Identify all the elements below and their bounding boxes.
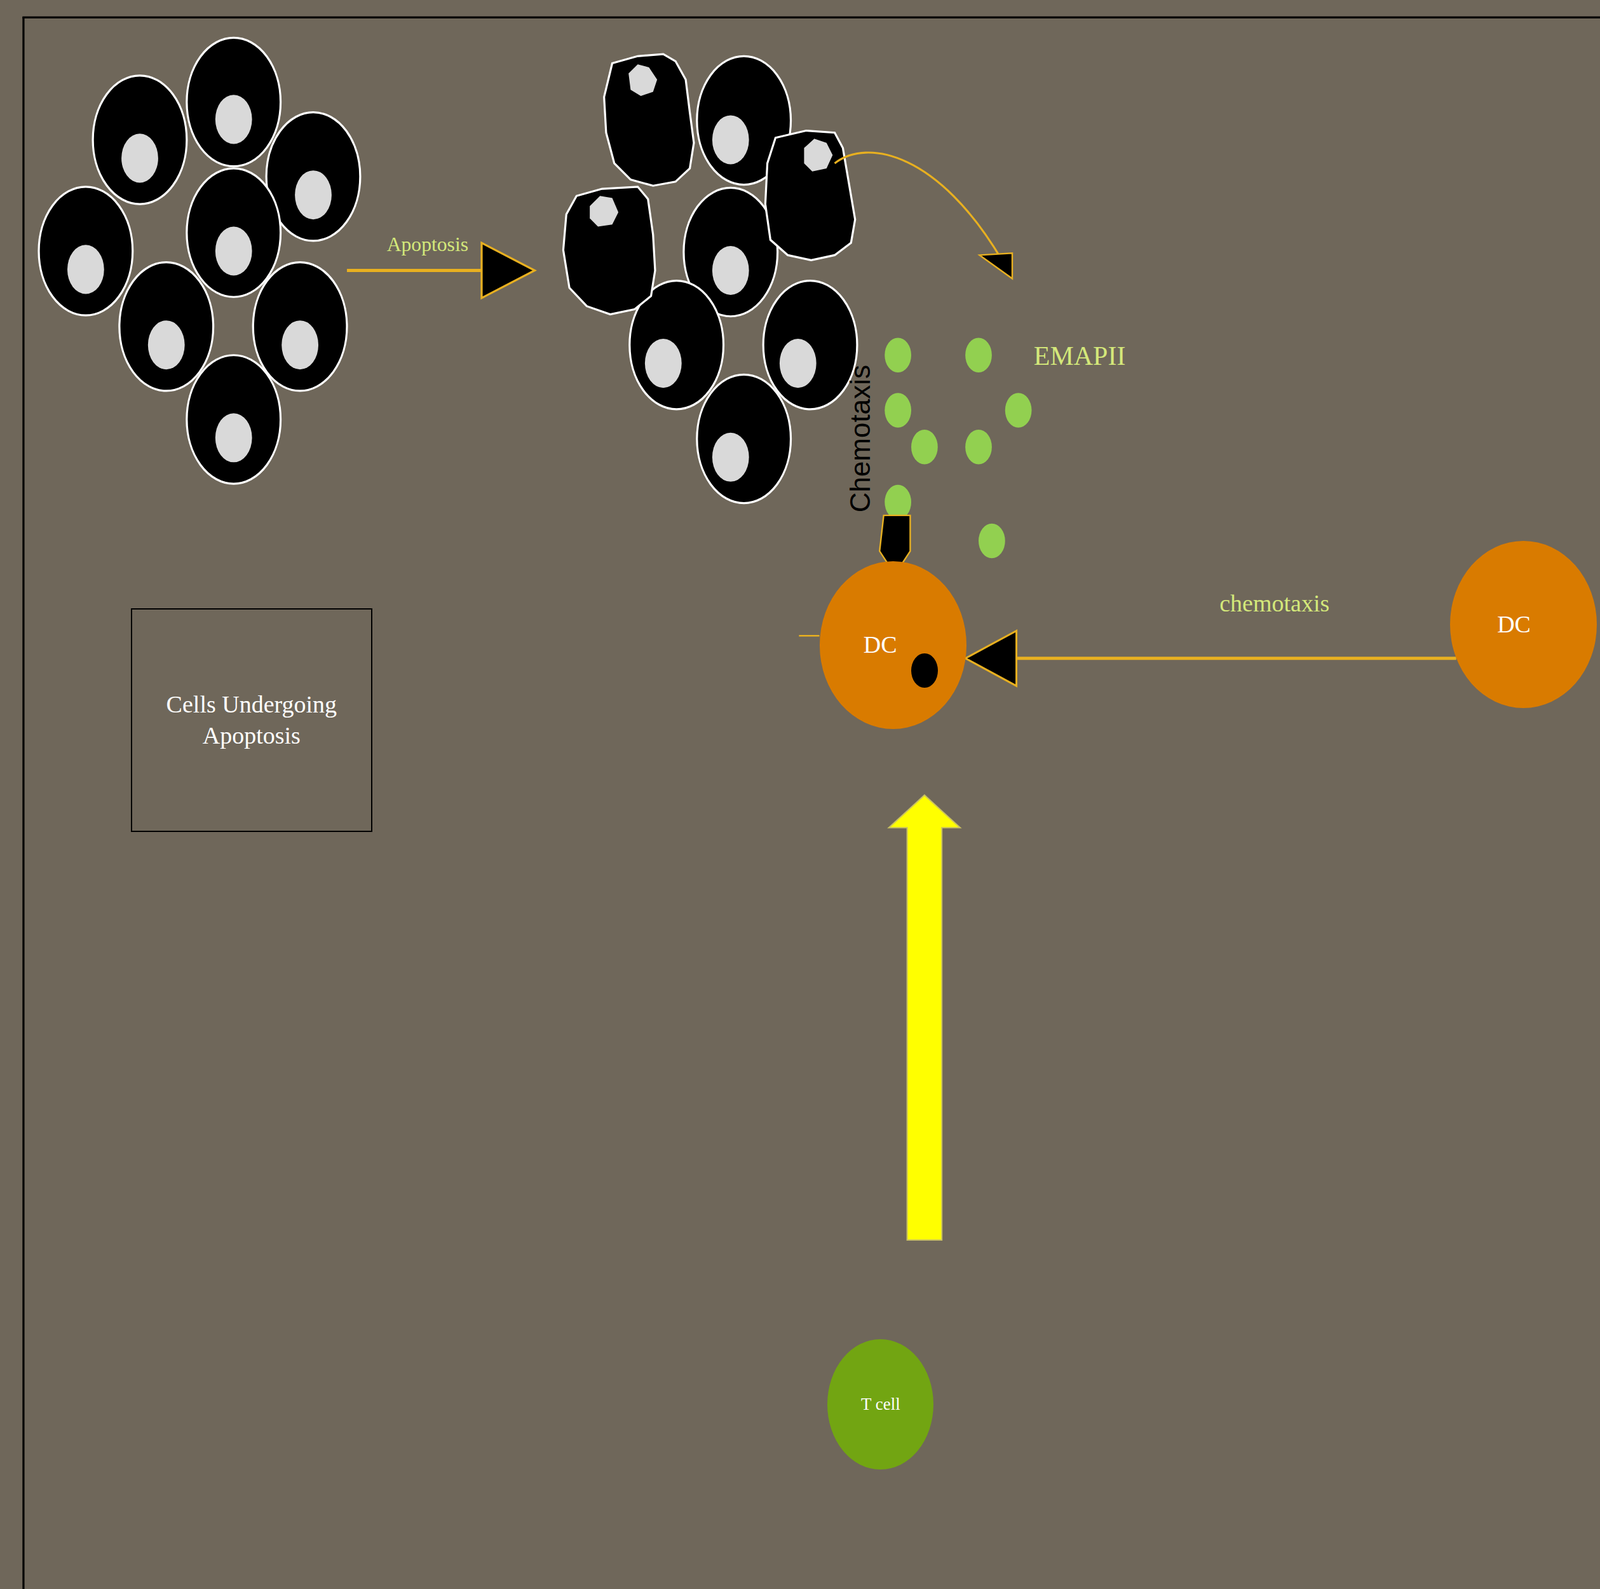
node-text: DC: [1497, 608, 1531, 640]
node-text: Cells Undergoing Apoptosis: [144, 688, 360, 752]
connector: [888, 794, 961, 1240]
dendritic-cell: DC: [819, 561, 967, 729]
process-box: Cells Undergoing Apoptosis: [130, 608, 373, 832]
frame-line: [22, 17, 25, 1589]
frame-line: [22, 16, 1600, 19]
connector: [965, 630, 1456, 686]
apoptotic-cluster: [562, 54, 857, 503]
dendritic-cell: DC: [1450, 540, 1597, 708]
healthy-cluster: [38, 37, 361, 484]
edge-label: chemotaxis: [1219, 589, 1330, 617]
release-arrow: [834, 152, 1013, 279]
process-label: Chemotaxis: [845, 364, 876, 513]
nucleus-dot: [911, 653, 938, 689]
node-text: DC: [863, 629, 898, 661]
molecule-label: EMAPII: [1033, 341, 1126, 371]
t-cell: T cell: [827, 1338, 934, 1470]
process-label: Apoptosis: [386, 233, 469, 257]
node-text: T cell: [861, 1392, 901, 1416]
tick-mark: [798, 634, 820, 637]
